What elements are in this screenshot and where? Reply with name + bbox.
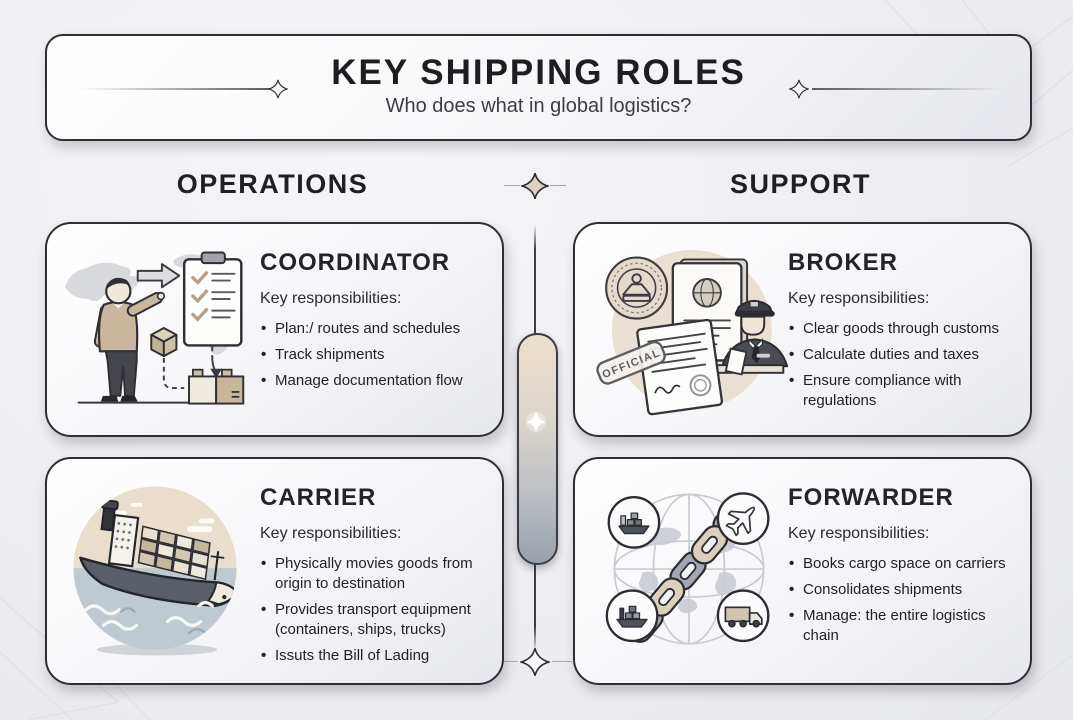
header-left-ornament-line bbox=[80, 88, 270, 90]
card-title: CARRIER bbox=[260, 484, 377, 511]
clipboard-checklist-icon bbox=[182, 251, 243, 347]
clouds bbox=[109, 502, 215, 533]
chain-links-icon bbox=[626, 498, 750, 643]
list-item: Physically movies goods from origin to d… bbox=[260, 554, 481, 594]
forwarder-illustration bbox=[591, 471, 787, 669]
sparkle-icon bbox=[268, 79, 288, 99]
stamped-document-icon bbox=[636, 318, 724, 416]
desk bbox=[711, 364, 785, 374]
carrier-illustration bbox=[53, 469, 257, 671]
responsibilities-list: Clear goods through customs Calculate du… bbox=[788, 319, 1016, 411]
responsibilities-label: Key responsibilities: bbox=[788, 290, 930, 307]
responsibilities-list: Plan:/ routes and schedules Track shipme… bbox=[260, 319, 488, 391]
coordinator-illustration bbox=[57, 237, 261, 421]
responsibilities-list: Physically movies goods from origin to d… bbox=[260, 554, 488, 666]
waves bbox=[84, 601, 214, 641]
header-card: KEY SHIPPING ROLES Who does what in glob… bbox=[45, 34, 1032, 141]
list-item: Calculate duties and taxes bbox=[788, 345, 1009, 365]
official-stamp-icon: OFFICIAL bbox=[596, 340, 666, 385]
round-seal-icon bbox=[605, 256, 669, 320]
list-item: Plan:/ routes and schedules bbox=[260, 319, 481, 339]
center-divider-capsule bbox=[517, 333, 558, 565]
person-figure bbox=[93, 277, 166, 402]
card-title: BROKER bbox=[788, 249, 899, 276]
shipping-boxes-icon bbox=[188, 368, 245, 405]
airplane-badge-icon bbox=[716, 492, 770, 546]
passport-document-icon bbox=[671, 258, 749, 362]
responsibilities-label: Key responsibilities: bbox=[260, 525, 402, 542]
column-header-support: SUPPORT bbox=[729, 169, 872, 199]
list-item: Clear goods through customs bbox=[788, 319, 1009, 339]
divider-hairline bbox=[498, 661, 518, 662]
sparkle-icon bbox=[521, 172, 549, 200]
divider-hairline bbox=[504, 185, 520, 186]
list-item: Manage documentation flow bbox=[260, 371, 481, 391]
responsibilities-list: Books cargo space on carriers Consolidat… bbox=[788, 554, 1016, 646]
parcel-box-icon bbox=[150, 327, 178, 358]
sparkle-icon bbox=[526, 411, 546, 433]
world-map-shape bbox=[638, 527, 737, 614]
paper-in-hands bbox=[724, 347, 748, 376]
column-header-operations: OPERATIONS bbox=[176, 169, 369, 199]
ship-badge-icon bbox=[605, 589, 659, 643]
customs-officer-figure bbox=[721, 299, 789, 368]
header-right-ornament-line bbox=[812, 88, 1002, 90]
list-item: Books cargo space on carriers bbox=[788, 554, 1009, 574]
responsibilities-label: Key responsibilities: bbox=[260, 290, 402, 307]
sparkle-icon bbox=[789, 79, 809, 99]
card-forwarder: FORWARDER Key responsibilities: Books ca… bbox=[573, 457, 1032, 685]
divider-hairline bbox=[552, 661, 572, 662]
globe-grid bbox=[613, 493, 765, 645]
list-item: Track shipments bbox=[260, 345, 481, 365]
list-item: Manage: the entire logistics chain bbox=[788, 606, 1009, 646]
list-item: Ensure compliance with regulations bbox=[788, 371, 1009, 411]
card-coordinator: COORDINATOR Key responsibilities: Plan:/… bbox=[45, 222, 504, 437]
list-item: Provides transport equipment (containers… bbox=[260, 600, 481, 640]
card-title: FORWARDER bbox=[788, 484, 954, 511]
card-title: COORDINATOR bbox=[260, 249, 451, 276]
page-title: KEY SHIPPING ROLES bbox=[331, 53, 746, 92]
broker-illustration: OFFICIAL bbox=[589, 234, 789, 424]
card-broker: OFFICIAL BROKER Key responsibilities: Cl… bbox=[573, 222, 1032, 437]
world-map-shape bbox=[65, 254, 233, 355]
divider-hairline bbox=[550, 185, 566, 186]
list-item: Issuts the Bill of Lading bbox=[260, 646, 481, 666]
ship-badge-icon bbox=[607, 496, 661, 549]
container-ship bbox=[79, 499, 237, 607]
arrow-right-icon bbox=[136, 263, 181, 289]
card-carrier: CARRIER Key responsibilities: Physically… bbox=[45, 457, 504, 685]
list-item: Consolidates shipments bbox=[788, 580, 1009, 600]
truck-badge-icon bbox=[716, 589, 770, 643]
responsibilities-label: Key responsibilities: bbox=[788, 525, 930, 542]
official-stamp-label: OFFICIAL bbox=[601, 347, 663, 381]
page-subtitle: Who does what in global logistics? bbox=[385, 95, 692, 117]
sparkle-icon bbox=[520, 648, 550, 676]
